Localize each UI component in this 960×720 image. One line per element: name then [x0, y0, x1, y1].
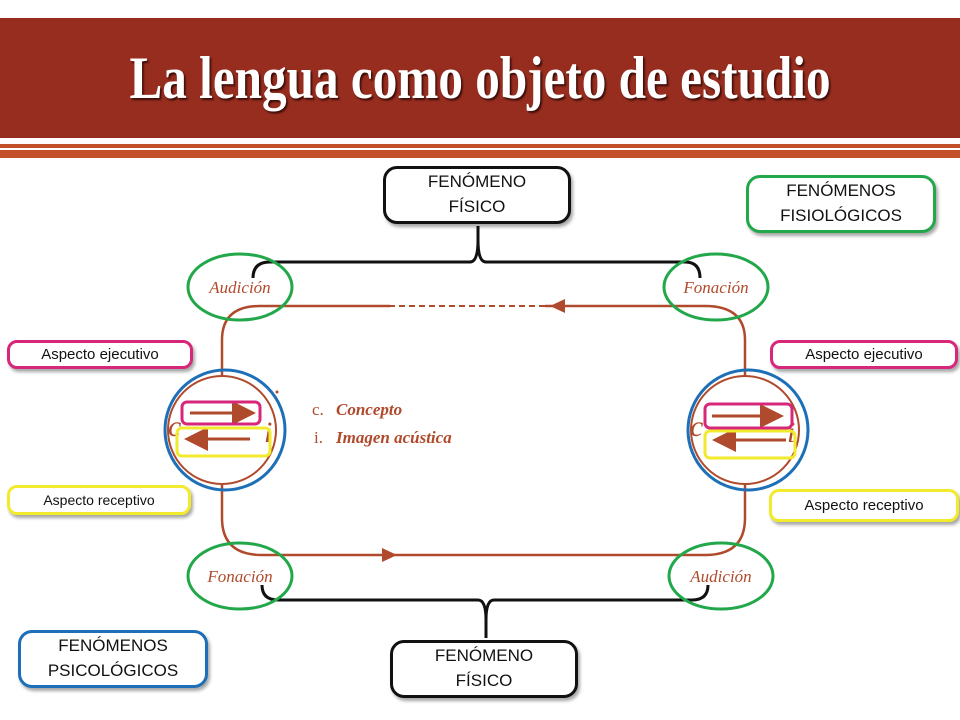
label-audicion-top: Audición — [208, 278, 270, 297]
label-fonacion-bottom: Fonación — [206, 567, 272, 586]
arrow-bottom — [382, 548, 397, 562]
accent-stripe-top — [0, 144, 960, 148]
circuit-loop — [220, 304, 747, 557]
box-fenomenos-fisiologicos: FENÓMENOS FISIOLÓGICOS — [746, 175, 936, 233]
title-banner — [0, 18, 960, 138]
legend-imagen-letter: i. — [314, 428, 323, 447]
highlight-recep-right — [703, 429, 797, 460]
oval-fonacion-top — [662, 252, 770, 322]
label-fonacion-top: Fonación — [682, 278, 748, 297]
bracket-top — [251, 226, 702, 279]
highlight-recep-left — [175, 426, 272, 458]
head-letter-c-left: c — [168, 410, 181, 443]
head-letter-i-left: i — [264, 416, 272, 449]
box-fenomeno-fisico-top: FENÓMENO FÍSICO — [383, 166, 571, 224]
box-aspecto-ejecutivo-left: Aspecto ejecutivo — [7, 340, 193, 369]
highlight-exec-right — [703, 402, 794, 430]
arrow-top — [550, 299, 565, 313]
box-fenomeno-fisico-bottom: FENÓMENO FÍSICO — [390, 640, 578, 698]
head-ring-right — [686, 368, 810, 492]
oval-audicion-top — [186, 252, 294, 322]
dot-mark — [275, 390, 279, 394]
head-circle-left — [167, 375, 277, 485]
box-aspecto-receptivo-left: Aspecto receptivo — [7, 485, 191, 515]
legend-concepto-letter: c. — [312, 400, 324, 419]
head-letter-c-right: c — [690, 410, 703, 443]
oval-fonacion-bottom — [186, 541, 294, 611]
accent-stripe-bottom — [0, 150, 960, 158]
box-aspecto-ejecutivo-right: Aspecto ejecutivo — [770, 340, 958, 369]
legend-imagen: Imagen acústica — [335, 428, 452, 447]
highlight-exec-left — [180, 400, 262, 426]
box-aspecto-receptivo-right: Aspecto receptivo — [769, 489, 959, 522]
slide-title: La lengua como objeto de estudio — [129, 44, 831, 111]
head-ring-left — [163, 368, 287, 492]
label-audicion-bottom: Audición — [689, 567, 751, 586]
legend-concepto: Concepto — [336, 400, 402, 419]
bracket-bottom — [260, 584, 710, 638]
box-fenomenos-psicologicos: FENÓMENOS PSICOLÓGICOS — [18, 630, 208, 688]
oval-audicion-bottom — [667, 541, 775, 611]
